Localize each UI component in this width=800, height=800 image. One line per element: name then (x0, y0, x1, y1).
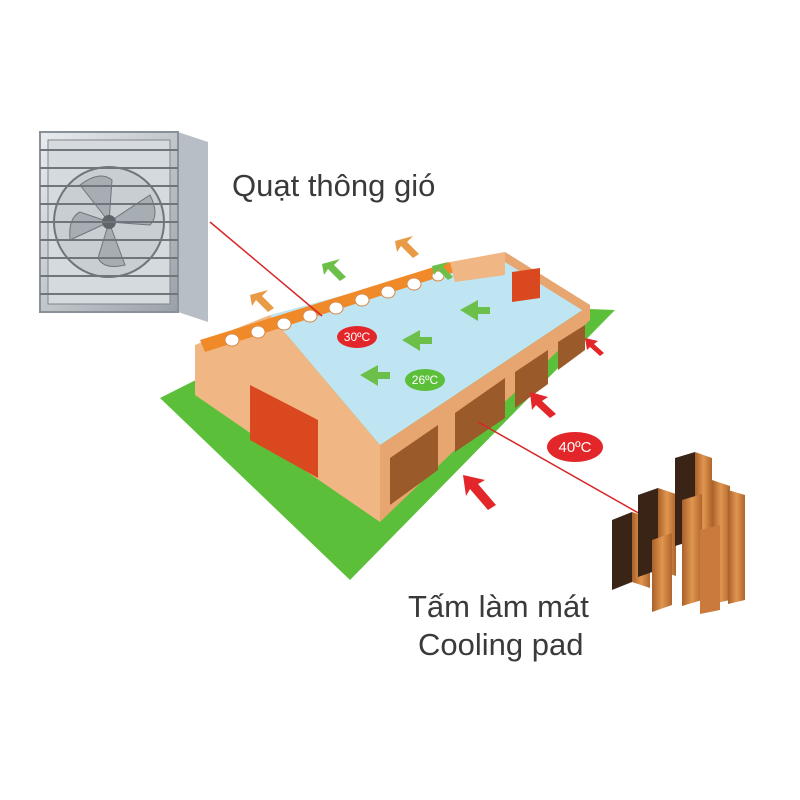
temp-inside-text: 26ºC (412, 373, 439, 387)
temp-badge-outside: 40ºC (547, 432, 603, 462)
cooling-pad-label-en: Cooling pad (418, 627, 584, 662)
left-door (250, 385, 318, 478)
fan-label: Quạt thông gió (232, 168, 436, 203)
gable-wall-right (505, 252, 590, 315)
temp-roof-text: 30ºC (344, 330, 371, 344)
exhaust-arrows (250, 236, 453, 312)
cool-airflow-arrows (360, 300, 490, 386)
pad-pointer-line (477, 421, 643, 516)
back-wall (450, 252, 505, 282)
hot-air-arrows (463, 338, 604, 510)
fan-pointer-line (209, 221, 323, 317)
cooling-pad-icon (612, 452, 745, 614)
temp-badge-roof: 30ºC (337, 326, 377, 348)
cooling-pad-label-vi: Tấm làm mát (408, 589, 589, 624)
temp-outside-text: 40ºC (559, 439, 592, 456)
wall-cooling-pads (390, 325, 585, 505)
back-door (512, 268, 540, 302)
temp-badge-inside: 26ºC (405, 369, 445, 391)
exhaust-fan-icon (39, 131, 208, 322)
vent-windows (224, 270, 445, 347)
